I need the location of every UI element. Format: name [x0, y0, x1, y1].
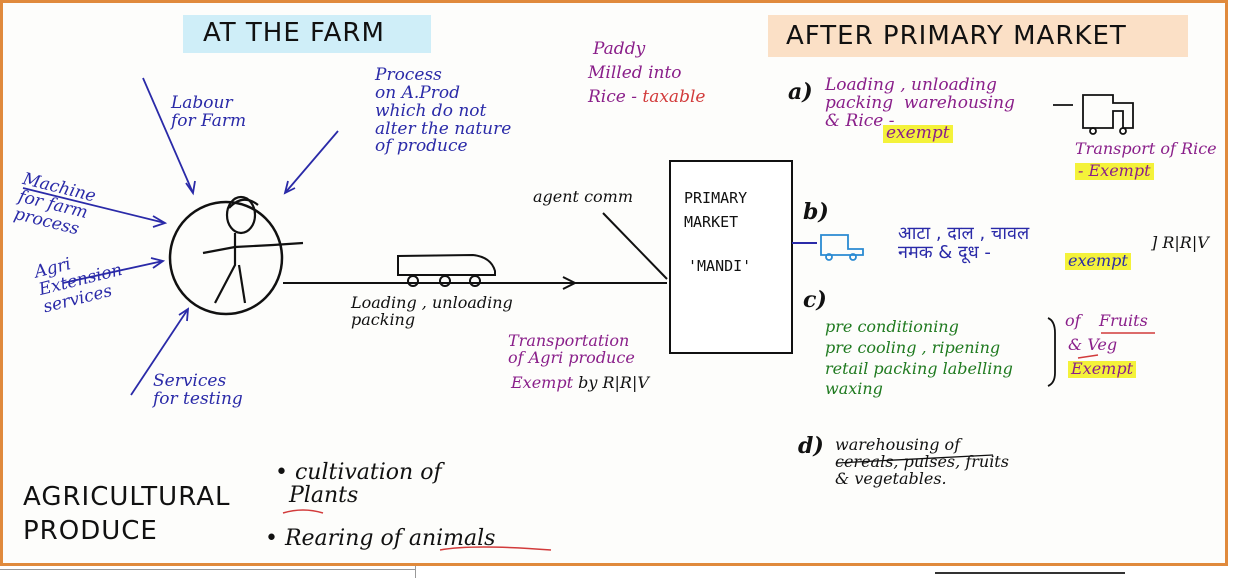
after-market-header: AFTER PRIMARY MARKET	[786, 21, 1127, 51]
transport-exempt-line: Exempt by R|R|V	[511, 373, 649, 392]
paddy-line2: Milled into	[588, 63, 682, 83]
primary-market-box	[669, 160, 793, 354]
item-a-label: a)	[788, 79, 813, 105]
truck-sketch	[397, 253, 496, 287]
item-c-fruits: Fruits	[1099, 311, 1148, 330]
truck-icon-b	[820, 234, 864, 261]
item-a-transport: Transport of Rice	[1075, 139, 1217, 158]
item-b-text: आटा , दाल , चावल नमक & दूध -	[898, 223, 1030, 263]
paddy-line3: Rice - taxable	[588, 87, 706, 107]
transport-exempt: Exempt	[511, 373, 574, 392]
item-b-exempt: exempt	[1065, 252, 1131, 270]
bottom-bar	[935, 572, 1125, 574]
input-arrows	[22, 77, 339, 396]
item-b-label: b)	[803, 199, 829, 225]
main-flow	[283, 212, 668, 290]
market-line3: 'MANDI'	[688, 257, 752, 275]
item-d-text: warehousing of cereals, pulses, fruits &…	[835, 435, 1009, 488]
market-line2: MARKET	[684, 213, 739, 231]
farm-header-bg	[183, 15, 431, 53]
bottom-divider	[415, 566, 416, 578]
item-a-text: Loading , unloading packing warehousing …	[825, 75, 1015, 131]
farm-header: AT THE FARM	[203, 18, 385, 48]
agri-item-1: • cultivation of Plants	[275, 460, 442, 509]
process-label: Process on A.Prod which do not alter the…	[375, 65, 512, 157]
whiteboard-frame: AT THE FARM AFTER PRIMARY MARKET Labour …	[0, 0, 1228, 566]
farmer-figure	[202, 195, 304, 304]
testing-label: Services for testing	[153, 371, 243, 409]
diagram-drawing	[22, 15, 1188, 551]
item-c-of: of	[1065, 311, 1081, 330]
item-d-label: d)	[798, 433, 824, 459]
loading-label: Loading , unloading packing	[351, 293, 513, 329]
bracket-c	[1047, 317, 1056, 387]
truck-icon-a	[1053, 94, 1134, 135]
item-b-rrv: ] R|R|V	[1151, 233, 1209, 252]
market-line1: PRIMARY	[684, 189, 748, 207]
labour-label: Labour for Farm	[171, 93, 247, 131]
agri-produce-title: AGRICULTURAL PRODUCE	[23, 482, 231, 546]
item-c-veg: & Veg	[1068, 335, 1118, 354]
taxable-text: taxable	[642, 87, 706, 107]
farmer-circle	[168, 200, 284, 316]
transport-rrv: by R|R|V	[578, 373, 649, 392]
agent-comm-label: agent comm	[533, 187, 634, 206]
rice-text: Rice -	[588, 87, 637, 107]
agri-item-2: • Rearing of animals	[265, 526, 496, 551]
item-a-exempt: exempt	[883, 124, 953, 143]
paddy-line1: Paddy	[593, 39, 646, 59]
item-a-transport-exempt: - Exempt	[1075, 162, 1154, 180]
item-c-exempt: Exempt	[1068, 360, 1137, 378]
bottom-divider-left	[0, 569, 415, 570]
item-c-label: c)	[803, 287, 827, 313]
item-c-text: pre conditioning pre cooling , ripening …	[825, 317, 1013, 399]
transport-label: Transportation of Agri produce	[508, 331, 635, 367]
after-market-header-bg	[768, 15, 1188, 57]
